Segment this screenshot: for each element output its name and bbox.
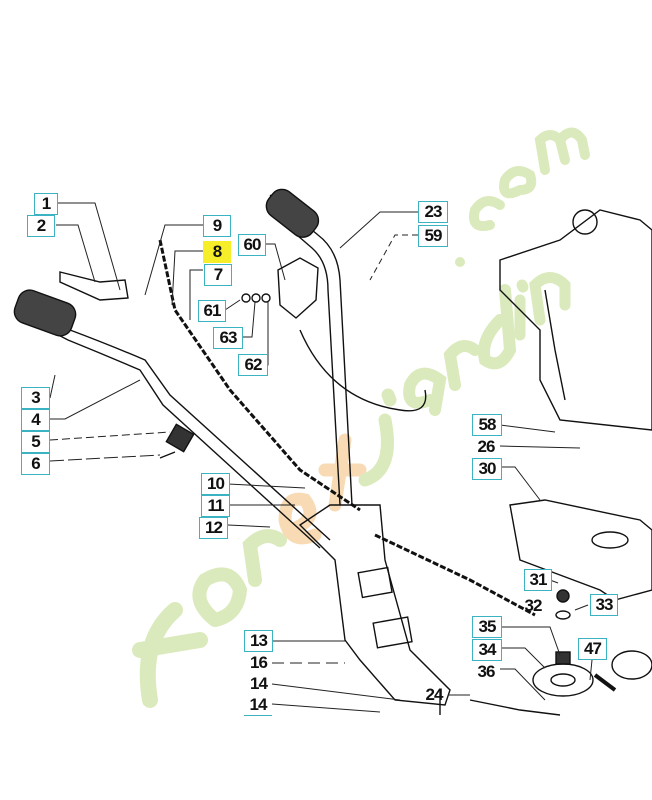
frame (298, 504, 451, 706)
callout-34[interactable]: 34 (472, 639, 502, 661)
callout-63[interactable]: 63 (213, 327, 243, 349)
callout-23[interactable]: 23 (418, 201, 448, 223)
pulley-34 (532, 663, 594, 697)
callout-32[interactable]: 32 (524, 596, 543, 615)
pulley-right (611, 650, 652, 680)
callout-7[interactable]: 7 (204, 264, 232, 286)
callout-36[interactable]: 36 (477, 662, 496, 681)
callout-12[interactable]: 12 (199, 517, 228, 539)
callout-10[interactable]: 10 (201, 473, 230, 495)
callout-58[interactable]: 58 (472, 414, 502, 436)
cable-60 (299, 329, 427, 412)
callout-62[interactable]: 62 (238, 354, 268, 376)
callout-31[interactable]: 31 (524, 569, 552, 591)
callout-30[interactable]: 30 (472, 458, 502, 480)
callout-8-highlighted[interactable]: 8 (203, 241, 231, 263)
callout-33[interactable]: 33 (590, 594, 618, 616)
callout-4[interactable]: 4 (21, 409, 50, 431)
callout-14[interactable]: 14 (250, 674, 268, 693)
control-lever (59, 271, 129, 301)
callout-1[interactable]: 1 (34, 193, 58, 215)
callout-11[interactable]: 11 (201, 495, 230, 517)
callout-3[interactable]: 3 (21, 387, 50, 409)
throttle-cable (158, 239, 361, 512)
callout-61[interactable]: 61 (198, 300, 226, 322)
callout-26[interactable]: 26 (477, 437, 496, 456)
callout-24[interactable]: 24 (425, 685, 444, 704)
callout-14-second[interactable]: 14 (244, 695, 272, 716)
callout-6[interactable]: 6 (21, 453, 50, 475)
callout-16[interactable]: 16 (250, 653, 268, 672)
engine (499, 209, 652, 431)
right-handlebar (269, 194, 353, 506)
callout-9[interactable]: 9 (203, 215, 231, 237)
part-60-bracket (277, 257, 319, 319)
callout-60[interactable]: 60 (238, 234, 266, 256)
right-grip (265, 188, 320, 238)
leader-lines (49, 202, 593, 713)
callout-13[interactable]: 13 (244, 630, 273, 652)
left-handlebar (19, 304, 331, 541)
part-5-clamp (165, 423, 195, 453)
watermark-logo (132, 127, 590, 708)
callout-35[interactable]: 35 (472, 616, 502, 638)
left-grip (13, 289, 77, 337)
callout-2[interactable]: 2 (27, 215, 55, 237)
callout-5[interactable]: 5 (21, 431, 50, 453)
callout-59[interactable]: 59 (418, 225, 448, 247)
callout-47[interactable]: 47 (578, 638, 607, 660)
